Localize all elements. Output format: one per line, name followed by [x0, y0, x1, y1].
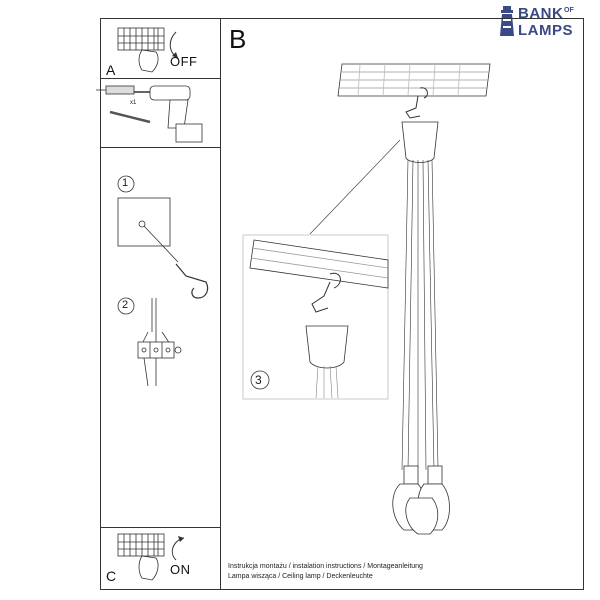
panel-drill-divider — [100, 147, 221, 148]
terminal-block-a — [117, 27, 165, 51]
detail-hook — [311, 281, 331, 313]
step2-label: 2 — [122, 299, 129, 311]
detail-canopy — [305, 325, 349, 369]
ground-icon — [174, 346, 182, 354]
logo-bank: BANK — [518, 5, 564, 22]
instruction-frame — [100, 18, 584, 590]
off-label: OFF — [170, 54, 198, 69]
rotate-arrow-icon-c — [171, 537, 185, 561]
canopy — [401, 121, 439, 163]
detail-leader — [309, 139, 401, 235]
hand-icon-c — [138, 555, 159, 581]
ceiling-hook-icon — [175, 263, 209, 299]
detail-ceiling-plate — [249, 239, 389, 289]
step1-circle — [117, 175, 135, 193]
logo-of: OF — [564, 7, 574, 14]
panel-a-divider — [100, 78, 221, 79]
step3-label: 3 — [255, 373, 262, 387]
ceiling-plate — [337, 63, 491, 97]
wire-connector — [137, 298, 182, 387]
terminal-block-c — [117, 533, 165, 557]
on-label: ON — [170, 562, 191, 577]
step2-circle — [117, 297, 135, 315]
drill-qty: x1 — [130, 100, 137, 106]
caption-line1: Instrukcja montażu / instalation instruc… — [228, 563, 423, 570]
brand-logo: BANK OF LAMPS — [498, 5, 598, 39]
step3-circle — [250, 370, 270, 390]
step1-label: 1 — [122, 177, 129, 189]
bulb-cluster — [392, 465, 450, 535]
drill-icon — [96, 85, 203, 143]
panel-c-divider — [100, 527, 221, 528]
hand-icon-a — [138, 49, 159, 73]
lighthouse-icon — [500, 6, 514, 36]
panel-c-letter: C — [106, 568, 117, 584]
panel-b-letter: B — [229, 24, 247, 54]
panel-a-letter: A — [106, 62, 116, 78]
pendant-cables — [401, 159, 439, 471]
panel-divider — [220, 18, 221, 590]
ceiling-hook-b — [405, 95, 421, 119]
caption-line2: Lampa wisząca / Ceiling lamp / Deckenleu… — [228, 573, 373, 580]
logo-lamps: LAMPS — [518, 22, 573, 39]
